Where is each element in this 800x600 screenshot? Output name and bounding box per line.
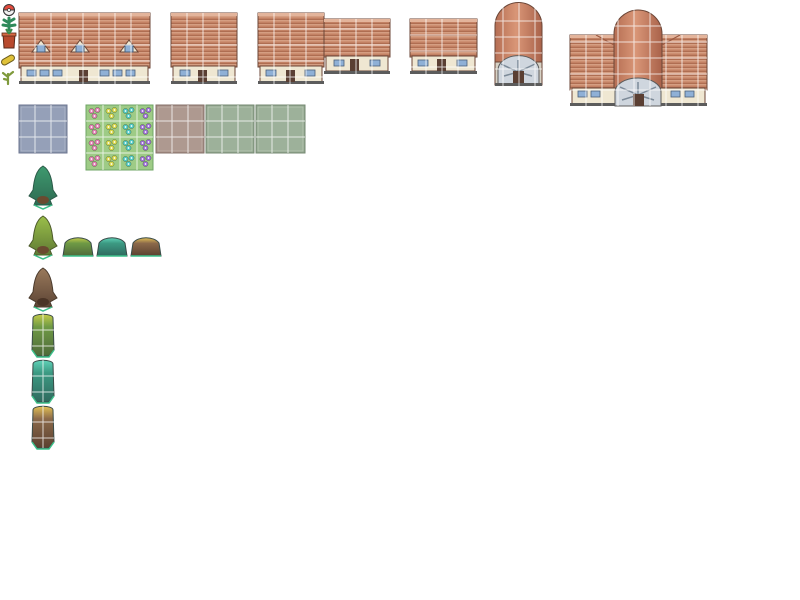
flower-tile [122,155,135,167]
green-tile-a [205,104,255,154]
small-house-a [170,12,238,84]
green-pine-tree [28,165,58,210]
brown-bush [130,237,162,257]
flower-tile [105,139,118,151]
flower-patch [85,104,154,171]
green-tile-b [255,104,306,154]
flower-tile [88,123,101,135]
flower-tile [122,123,135,135]
flower-tile [122,107,135,119]
olive-bush [62,237,94,257]
flower-tile [139,139,152,151]
dormer-window [70,39,90,53]
sprout-icon [1,70,15,86]
flower-tile [139,123,152,135]
olive-hedge [31,313,55,358]
door [633,94,644,106]
teal-hedge [31,359,55,404]
flower-tile [122,139,135,151]
pokeball-icon [2,4,16,16]
flower-tile [88,139,101,151]
dormer-window [119,39,139,53]
door [350,59,359,71]
olive-pine-tree [28,215,58,260]
brown-tile [155,104,205,154]
teal-bush [96,237,128,257]
flower-tile [88,107,101,119]
l-shaped-house [257,12,391,84]
flower-tile [139,155,152,167]
dome-tower [494,2,543,86]
small-house-b [409,18,478,74]
flower-tile [105,107,118,119]
domed-mansion [569,9,708,107]
flower-tile [105,155,118,167]
flower-tile [105,123,118,135]
log-icon [1,54,15,66]
wide-house [18,12,151,84]
brown-pine-tree [28,267,58,312]
water-tile [18,104,68,154]
flower-pot-icon [1,28,17,49]
brown-hedge [31,405,55,450]
flower-tile [88,155,101,167]
flower-tile [139,107,152,119]
cactus-icon [1,16,17,32]
